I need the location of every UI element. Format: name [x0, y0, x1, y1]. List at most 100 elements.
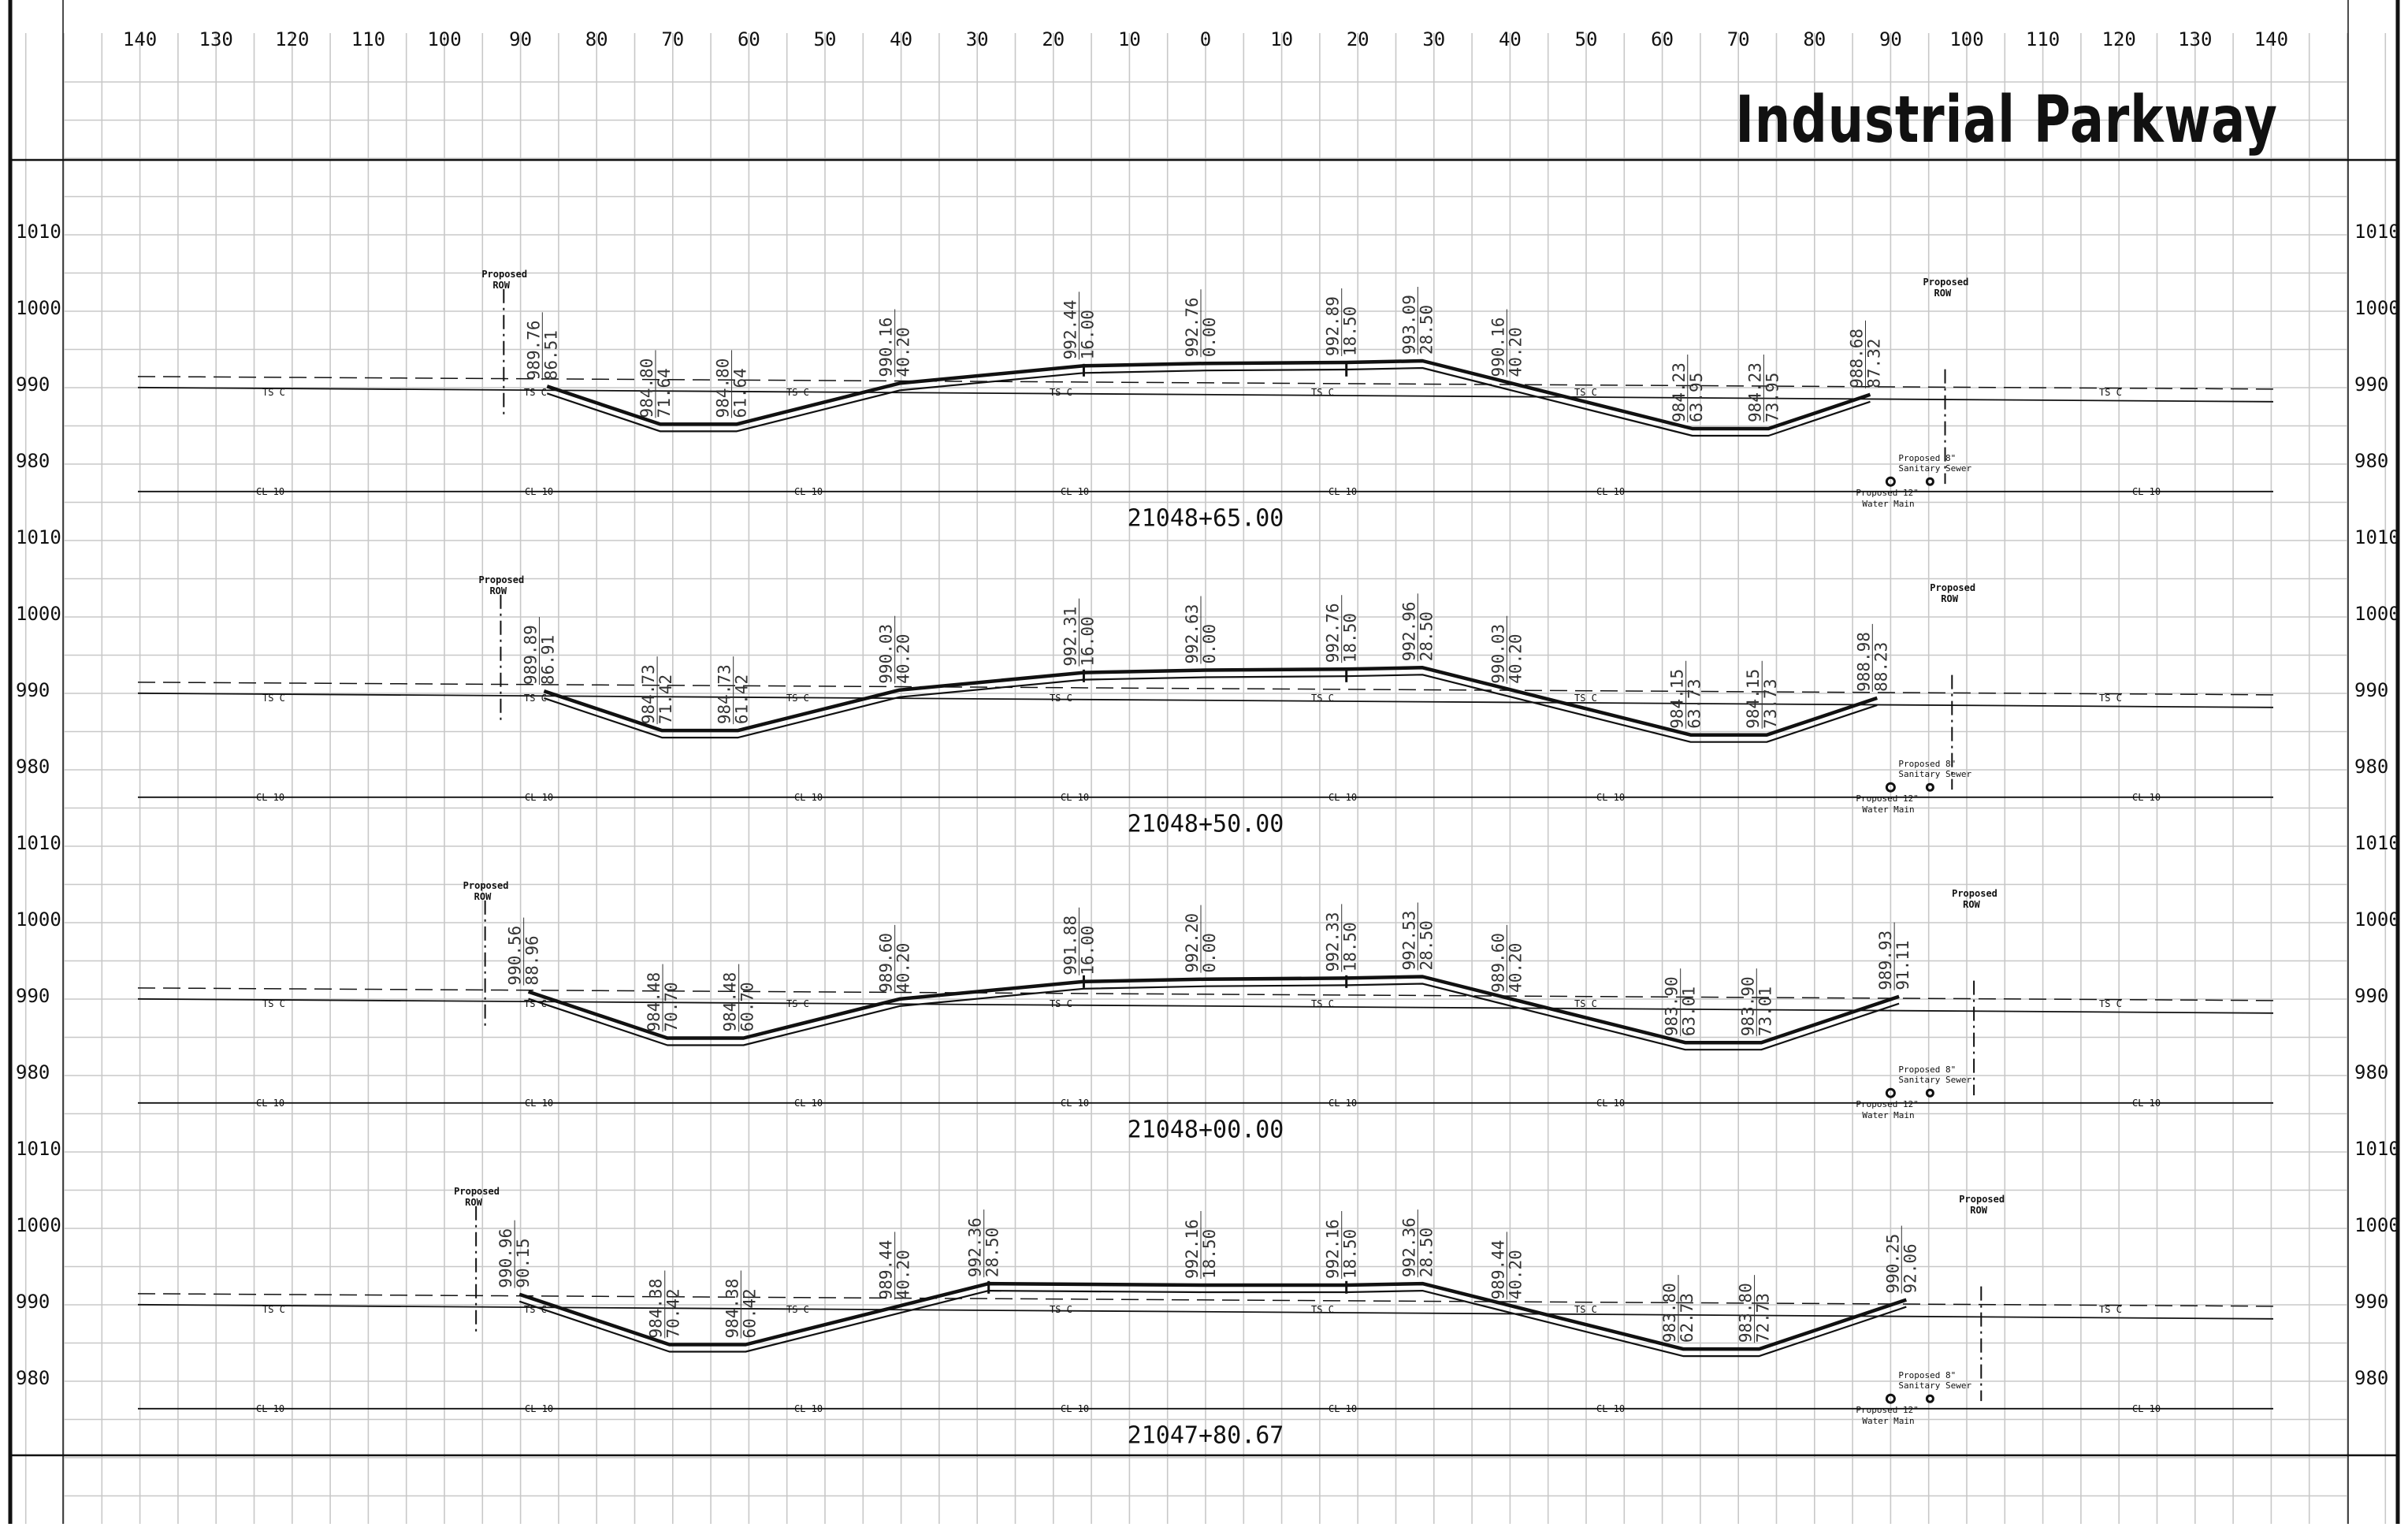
- elevation-label-left: 980: [16, 756, 50, 778]
- row-label-right-2: ROW: [1934, 288, 1952, 299]
- offset-tick-label: 60: [1651, 28, 1674, 50]
- row-label-right-1: Proposed: [1923, 277, 1969, 288]
- cl-label: CL 10: [525, 1098, 553, 1109]
- offset-tick-label: 130: [2178, 28, 2212, 50]
- offset-tick-label: 100: [427, 28, 461, 50]
- point-elevation-label: 988.68: [1848, 329, 1867, 388]
- sanitary-sewer-symbol: [1925, 1394, 1934, 1403]
- elevation-label-right: 990: [2354, 373, 2388, 396]
- ts-label: TS C: [1311, 387, 1334, 398]
- cl-label: CL 10: [256, 486, 284, 497]
- cl-label: CL 10: [525, 486, 553, 497]
- point-offset-label: 40.20: [1506, 633, 1525, 683]
- point-elevation-label: 992.53: [1399, 911, 1418, 971]
- point-offset-label: 70.42: [664, 1288, 683, 1338]
- elevation-label-right: 1010: [2354, 832, 2400, 854]
- ts-label: TS C: [524, 387, 547, 398]
- elevation-label-left: 1000: [16, 908, 61, 931]
- point-elevation-label: 989.60: [877, 933, 896, 993]
- elevation-label-right: 980: [2354, 756, 2388, 778]
- offset-tick-label: 60: [738, 28, 760, 50]
- ts-label: TS C: [2099, 387, 2122, 398]
- cl-label: CL 10: [794, 792, 823, 803]
- point-offset-label: 28.50: [1417, 1228, 1436, 1277]
- point-elevation-label: 989.60: [1488, 933, 1507, 993]
- point-elevation-label: 984.38: [647, 1279, 666, 1339]
- point-elevation-label: 990.96: [496, 1228, 515, 1288]
- elevation-label-left: 990: [16, 679, 50, 701]
- point-offset-label: 16.00: [1078, 310, 1097, 359]
- point-offset-label: 71.42: [656, 674, 675, 724]
- subgrade-profile: [546, 366, 1871, 437]
- point-elevation-label: 990.03: [1488, 624, 1507, 684]
- point-offset-label: 61.64: [731, 368, 750, 418]
- sheet-title: Industrial Parkway: [1735, 83, 2278, 158]
- proposed-profile: [518, 1281, 1908, 1351]
- offset-tick-label: 80: [1803, 28, 1826, 50]
- sewer-label-2: Sanitary Sewer: [1898, 769, 1971, 779]
- point-offset-label: 88.23: [1871, 642, 1890, 692]
- ts-label: TS C: [262, 1304, 285, 1315]
- point-elevation-label: 993.09: [1399, 295, 1418, 355]
- point-offset-label: 28.50: [1417, 920, 1436, 970]
- offset-tick-label: 70: [661, 28, 684, 50]
- ts-label: TS C: [1050, 1304, 1072, 1315]
- elevation-label-right: 990: [2354, 1291, 2388, 1313]
- elevation-label-right: 1010: [2354, 526, 2400, 548]
- elevation-label-left: 1000: [16, 297, 61, 319]
- point-offset-label: 86.51: [541, 330, 560, 380]
- elevation-label-right: 980: [2354, 1367, 2388, 1389]
- ts-label: TS C: [2099, 693, 2122, 704]
- offset-tick-label: 30: [966, 28, 989, 50]
- grid-vertical: [24, 33, 2387, 1524]
- elevation-label-left: 1010: [16, 1138, 61, 1160]
- point-elevation-label: 992.76: [1183, 297, 1202, 357]
- cl-label: CL 10: [1061, 486, 1089, 497]
- point-elevation-label: 992.96: [1399, 601, 1418, 661]
- existing-dashed-line: [137, 376, 2274, 390]
- sewer-label-1: Proposed 8": [1898, 1370, 1956, 1380]
- point-offset-label: 40.20: [894, 327, 913, 377]
- elevation-label-right: 980: [2354, 1061, 2388, 1083]
- ts-label: TS C: [786, 693, 809, 704]
- row-label-right-1: Proposed: [1952, 888, 1997, 899]
- point-offset-label: 0.00: [1200, 318, 1219, 358]
- row-label-right-2: ROW: [1963, 899, 1980, 910]
- existing-ground-line: [137, 1303, 2274, 1320]
- point-elevation-label: 989.44: [877, 1240, 896, 1300]
- point-elevation-label: 983.80: [1737, 1283, 1756, 1343]
- row-label-left-2: ROW: [489, 585, 507, 596]
- cl-label: CL 10: [256, 792, 284, 803]
- offset-tick-label: 50: [1575, 28, 1598, 50]
- water-label-2: Water Main: [1862, 1416, 1914, 1426]
- point-elevation-label: 984.23: [1745, 362, 1764, 422]
- point-elevation-label: 992.31: [1061, 607, 1080, 667]
- cl-label: CL 10: [1061, 1403, 1089, 1414]
- sewer-label-1: Proposed 8": [1898, 1064, 1956, 1075]
- elevation-label-left: 980: [16, 1367, 50, 1389]
- station-label: 21048+50.00: [1128, 810, 1284, 838]
- point-elevation-label: 990.03: [877, 624, 896, 684]
- point-offset-label: 63.95: [1687, 373, 1706, 422]
- ts-label: TS C: [262, 693, 285, 704]
- point-offset-label: 40.20: [894, 1250, 913, 1299]
- row-label-right-1: Proposed: [1959, 1194, 2005, 1205]
- offset-tick-label: 90: [1879, 28, 1902, 50]
- point-offset-label: 88.96: [523, 935, 542, 985]
- elevation-label-left: 1010: [16, 526, 61, 548]
- point-elevation-label: 992.63: [1183, 604, 1202, 664]
- point-elevation-label: 992.44: [1061, 299, 1080, 359]
